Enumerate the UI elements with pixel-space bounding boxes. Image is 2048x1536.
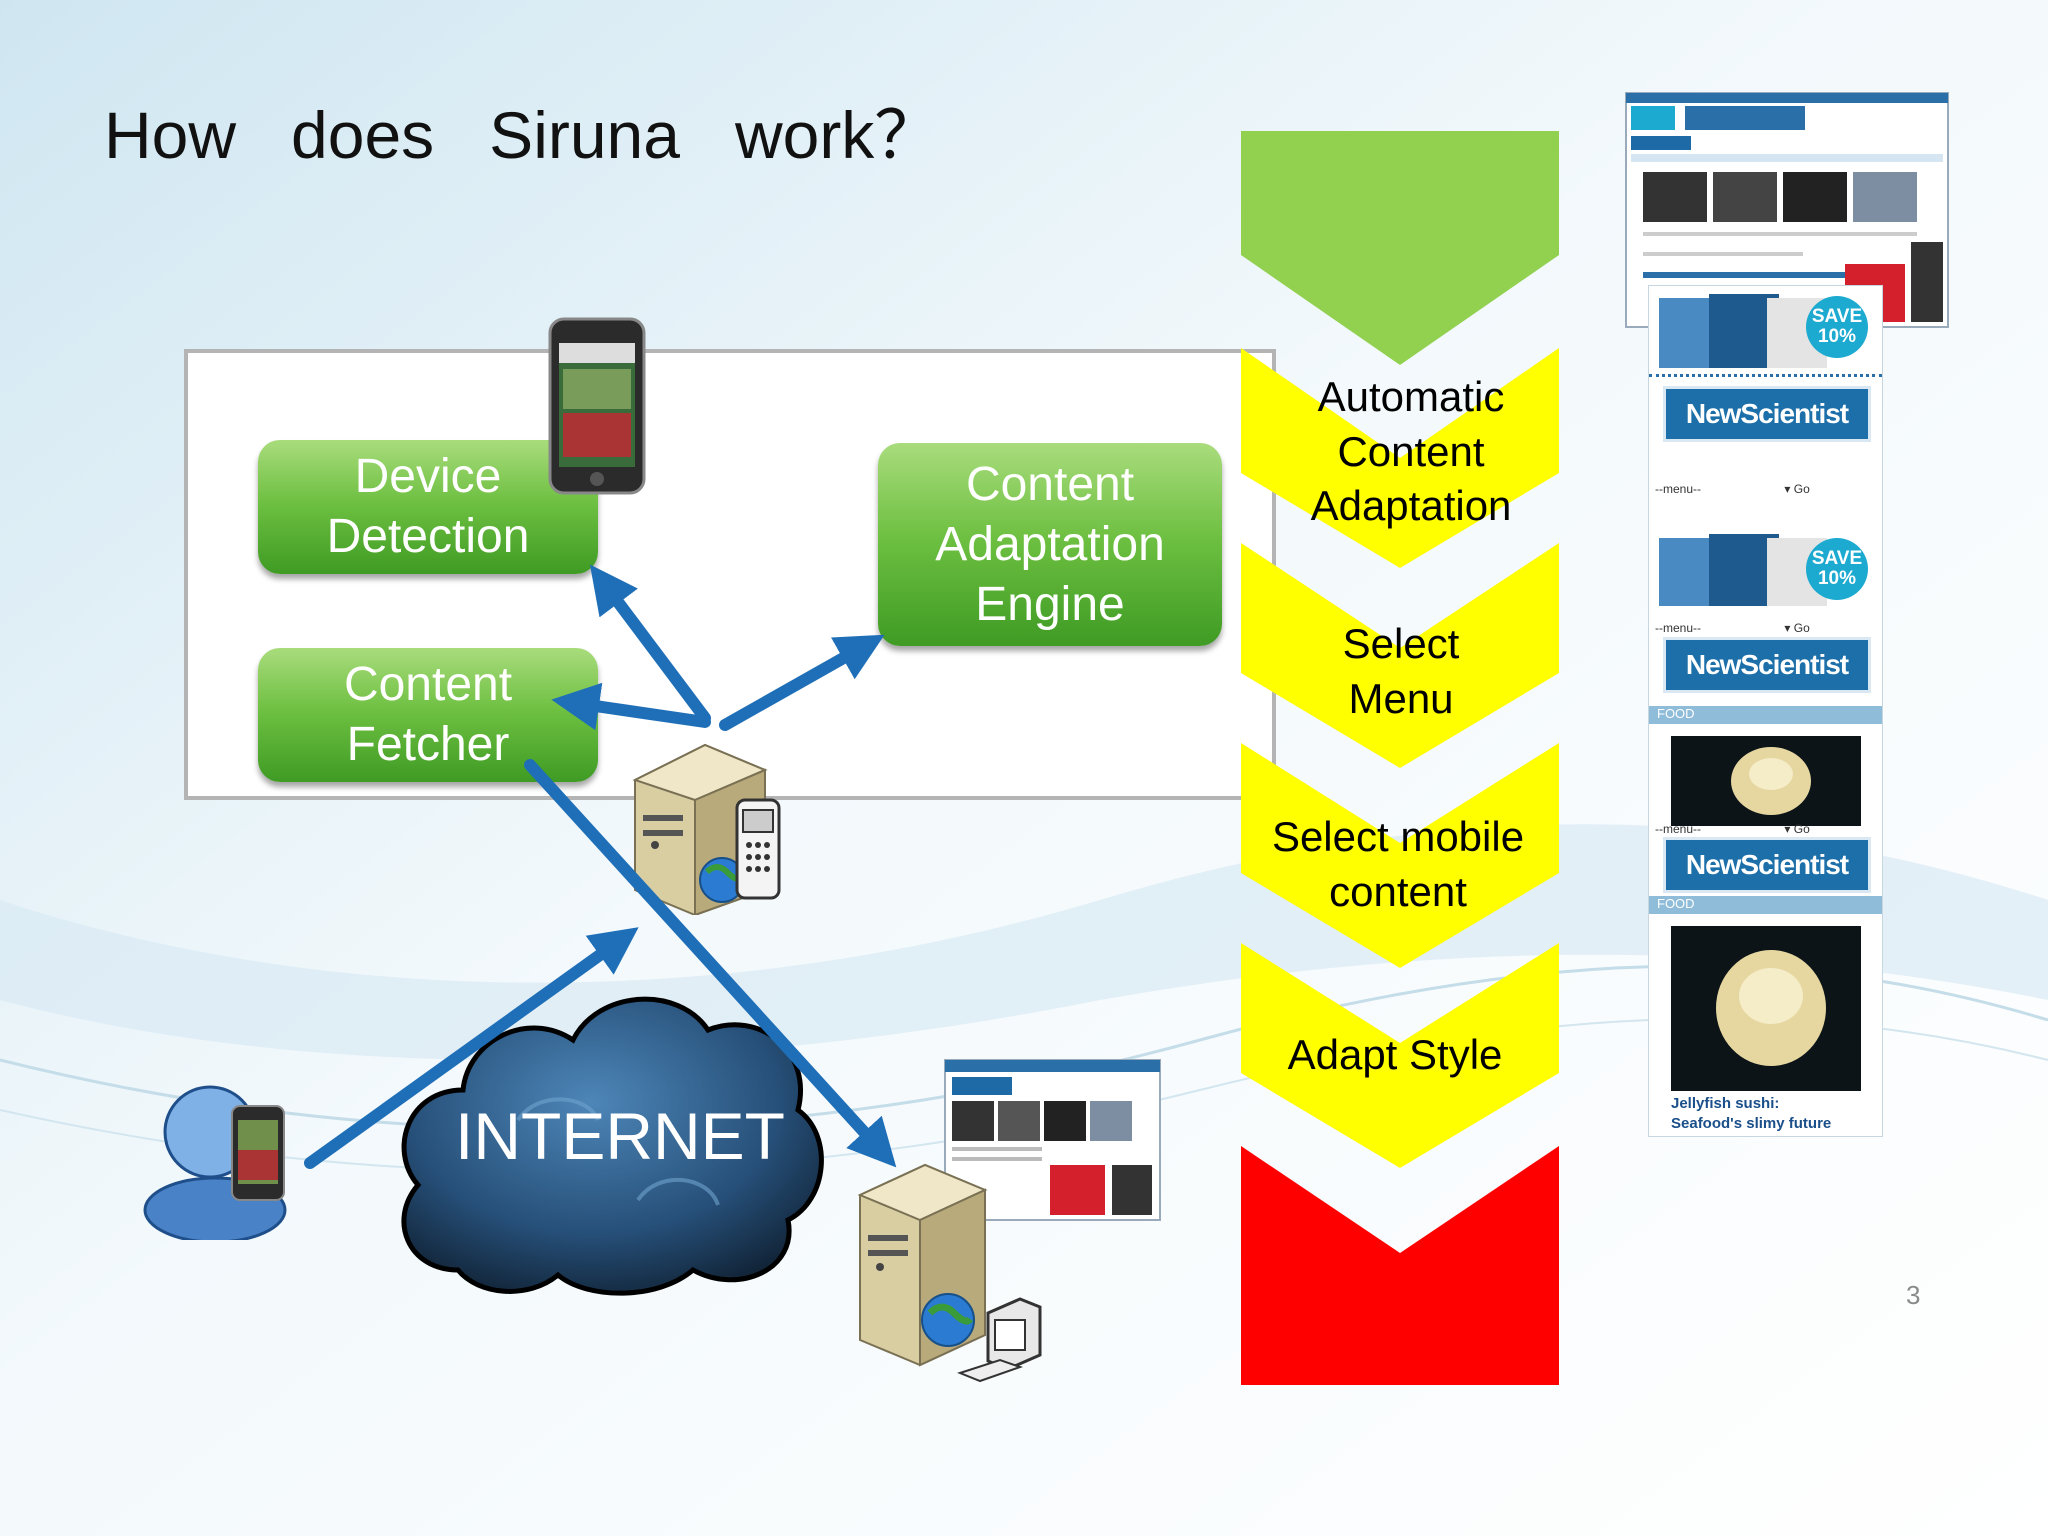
pipeline-start-chevron: [1241, 131, 1559, 365]
pipeline-step-4-label: Adapt Style: [1287, 1031, 1503, 1078]
pipeline-step-2-label: Select Menu: [1342, 620, 1460, 722]
pipeline-end-chevron: [1241, 1146, 1559, 1385]
mobile-user-icon: [143, 1085, 287, 1240]
arrow-to-adaptation-engine: [719, 634, 885, 731]
pipeline-step-1-label: Automatic Content Adaptation: [1310, 373, 1512, 530]
content-adaptation-engine-box: Content Adaptation Engine: [878, 443, 1222, 646]
arrow-user-to-server: [304, 927, 639, 1169]
device-detection-box: Device Detection: [258, 440, 598, 574]
newscientist-logo-1: NewScientist: [1663, 386, 1871, 442]
page-number: 3: [1906, 1280, 1921, 1310]
pipeline-step-4-chevron: [1241, 943, 1559, 1168]
magazine-covers-image: [1659, 294, 1827, 368]
pipeline-step-3-chevron: [1241, 743, 1559, 968]
food-section-bar-2: FOOD: [1649, 896, 1882, 914]
arrow-fetcher-to-origin: [524, 759, 897, 1168]
food-section-bar-1: FOOD: [1649, 706, 1882, 724]
content-fetcher-box: Content Fetcher: [258, 648, 598, 782]
newscientist-logo-3: NewScientist: [1663, 837, 1871, 893]
menu-bar-1: --menu-- ▾ Go: [1655, 482, 1810, 496]
mobile-page-screenshot: SAVE 10% NewScientist --menu-- ▾ Go SAVE…: [1648, 285, 1883, 1137]
device-detection-label: Device Detection: [326, 450, 530, 563]
content-fetcher-label: Content Fetcher: [343, 658, 513, 771]
save-badge: SAVE 10%: [1806, 296, 1868, 358]
newscientist-logo-2: NewScientist: [1663, 637, 1871, 693]
save-badge-2: SAVE 10%: [1806, 538, 1868, 600]
arrow-to-device-detection: [589, 564, 711, 724]
internet-label: INTERNET: [455, 1099, 785, 1173]
jellyfish-image-1: [1671, 736, 1861, 826]
slide-title: How does Siruna work？: [104, 98, 941, 172]
smartphone-icon: [548, 317, 646, 495]
adaptation-server-icon: [632, 743, 781, 915]
adaptation-pipeline: [1241, 131, 1559, 1385]
pipeline-step-2-chevron: [1241, 543, 1559, 768]
internet-cloud-icon: [401, 996, 824, 1296]
menu-bar-2: --menu-- ▾ Go: [1655, 621, 1810, 635]
jellyfish-image-2: [1671, 926, 1861, 1091]
arrow-to-content-fetcher: [551, 682, 711, 731]
pipeline-step-3-label: Select mobile content: [1271, 813, 1525, 915]
jellyfish-caption: Jellyfish sushi: Seafood's slimy future: [1671, 1095, 1832, 1132]
pipeline-step-1-chevron: [1241, 348, 1559, 568]
menu-bar-3: --menu-- ▾ Go: [1655, 822, 1810, 836]
origin-web-server-icon: [857, 1059, 1161, 1383]
content-adaptation-engine-label: Content Adaptation Engine: [935, 457, 1165, 631]
